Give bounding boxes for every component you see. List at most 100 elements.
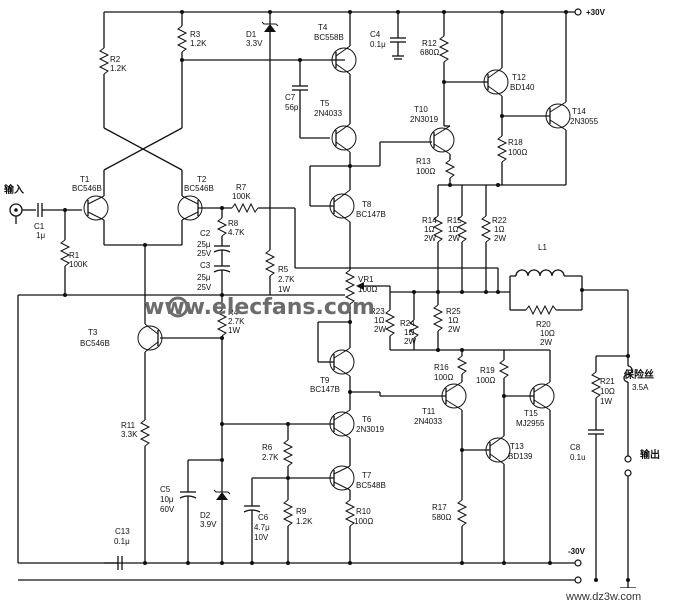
component-label: T5: [320, 99, 330, 108]
capacitor-C7: C7 56p: [285, 60, 330, 139]
component-label: 3.3V: [246, 39, 263, 48]
component-label: C1: [34, 222, 45, 231]
component-label: R8: [228, 219, 239, 228]
component-label: R19: [480, 366, 495, 375]
component-label: T15: [524, 409, 538, 418]
resistor-R4: R4 2.7K 1W: [216, 295, 245, 424]
component-label: 2W: [374, 325, 386, 334]
capacitor-C8: C8 0.1u: [570, 429, 604, 580]
component-label: 2N3019: [410, 115, 439, 124]
component-label: 580Ω: [432, 513, 451, 522]
component-label: BC548B: [356, 481, 386, 490]
component-label: C5: [160, 485, 171, 494]
resistor-R24: R24 1Ω 2W: [400, 292, 420, 350]
component-label: BD139: [508, 452, 533, 461]
transistor-T14: T14 2N3055: [545, 12, 599, 186]
component-label: C3: [200, 261, 211, 270]
component-label: 1Ω: [448, 225, 458, 234]
transistor-T7: T7 BC548B: [329, 465, 386, 491]
component-label: 25μ: [197, 240, 211, 249]
input-label: 输入: [4, 183, 24, 196]
potentiometer-VR1: VR1 100Ω: [344, 262, 391, 348]
component-label: L1: [538, 243, 547, 252]
component-label: 1Ω: [374, 316, 384, 325]
component-label: C7: [285, 93, 296, 102]
component-label: www.dz3w.com: [565, 591, 641, 603]
transistor-T6: T6 2N3019: [329, 409, 385, 439]
positive-rail-label: +30V: [586, 8, 606, 17]
component-label: 680Ω: [420, 48, 439, 57]
component-label: 1W: [278, 285, 290, 294]
transistor-T2: T2 BC546B: [177, 175, 214, 221]
component-label: 2W: [540, 338, 552, 347]
component-label: D1: [246, 30, 257, 39]
component-label: 56p: [285, 103, 299, 112]
component-label: C4: [370, 30, 381, 39]
component-label: 4.7K: [228, 228, 245, 237]
component-label: R21: [600, 377, 615, 386]
resistor-R14: R14 1Ω 2W: [422, 185, 444, 292]
component-label: 1μ: [36, 231, 45, 240]
component-label: T6: [362, 415, 372, 424]
component-label: BD140: [510, 83, 535, 92]
capacitor-C1: C1 1μ: [34, 203, 82, 240]
component-label: BC147B: [310, 385, 340, 394]
transistor-T15: T15 MJ2955: [504, 349, 555, 563]
component-label: 1W: [600, 397, 612, 406]
resistor-R20: R20 10Ω 2W: [509, 292, 582, 347]
component-label: R4: [228, 308, 239, 317]
component-label: T4: [318, 23, 328, 32]
component-label: T8: [362, 200, 372, 209]
component-label: 10Ω: [540, 329, 555, 338]
component-label: 2W: [448, 325, 460, 334]
resistor-R22: R22 1Ω 2W: [480, 185, 507, 292]
component-label: 2W: [424, 234, 436, 243]
component-label: VR1: [358, 275, 374, 284]
transistor-T8: T8 BC147B: [309, 165, 386, 223]
component-label: 25V: [197, 249, 212, 258]
resistor-R9: R9 1.2K: [282, 499, 313, 563]
component-label: T7: [362, 471, 372, 480]
component-label: 3.5A: [632, 383, 649, 392]
component-label: 2.7K: [262, 453, 279, 462]
component-label: R14: [422, 216, 437, 225]
component-label: 100Ω: [476, 376, 495, 385]
component-label: 1W: [228, 326, 240, 335]
component-label: 2W: [494, 234, 506, 243]
component-label: 2N4033: [414, 417, 443, 426]
component-label: 2N3019: [356, 425, 385, 434]
component-label: 60V: [160, 505, 175, 514]
component-label: 4.7μ: [254, 523, 270, 532]
component-label: 2.7K: [228, 317, 245, 326]
capacitor-C13: C13 0.1μ: [104, 527, 130, 570]
component-label: T10: [414, 105, 428, 114]
component-label: 100Ω: [508, 148, 527, 157]
resistor-R25: R25 1Ω 2W: [432, 292, 461, 350]
resistor-R1: R1 100K: [59, 210, 88, 295]
component-label: 1.2K: [190, 39, 207, 48]
corner-watermark: www.dz3w.com: [560, 588, 678, 604]
component-label: 0.1u: [570, 453, 586, 462]
positive-rail: +30V: [104, 8, 606, 17]
transistor-T10: T10 2N3019: [410, 105, 455, 155]
component-label: R15: [447, 216, 462, 225]
resistor-R16: R16 100Ω: [434, 350, 468, 382]
capacitor-C4: C4 0.1μ: [370, 12, 406, 60]
transistor-T12: T12 BD140: [482, 12, 535, 97]
resistor-R11: R11 3.3K: [121, 352, 151, 563]
component-label: R11: [121, 421, 136, 430]
transistor-T3: T3 BC546B: [80, 323, 163, 353]
component-label: 100K: [232, 192, 251, 201]
resistor-R21: R21 10Ω 1W: [590, 355, 628, 430]
component-label: T13: [510, 442, 524, 451]
capacitor-C5: C5 10μ 60V: [160, 460, 197, 563]
transistor-T13: T13 BD139: [485, 435, 533, 563]
component-label: R10: [356, 507, 371, 516]
component-label: C8: [570, 443, 581, 452]
zener-D1: D1 3.3V: [246, 12, 279, 250]
component-label: 2N4033: [314, 109, 343, 118]
transistor-T9: T9 BC147B: [310, 347, 355, 394]
component-label: T9: [320, 376, 330, 385]
